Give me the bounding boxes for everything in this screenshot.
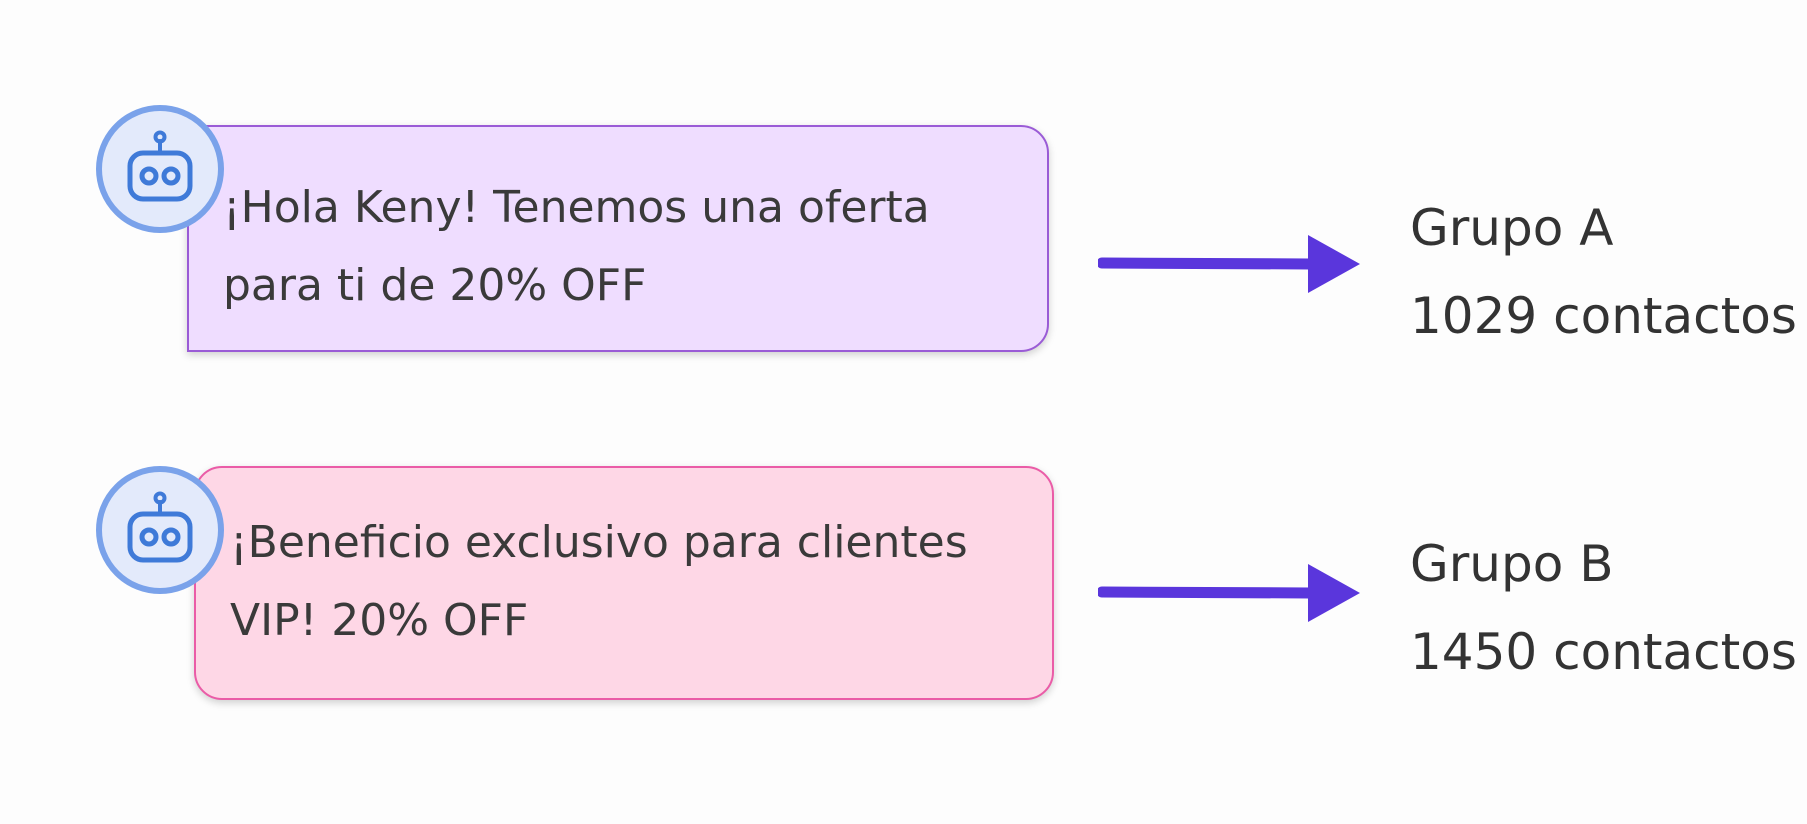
message-text-a: ¡Hola Keny! Tenemos una oferta para ti d… [223, 169, 1017, 325]
group-b: Grupo B 1450 contactos [1410, 520, 1797, 696]
group-count: 1029 contactos [1410, 287, 1797, 345]
message-line-1: ¡Beneficio exclusivo para clientes [230, 517, 968, 568]
group-a: Grupo A 1029 contactos [1410, 184, 1797, 360]
message-line-2: VIP! 20% OFF [230, 595, 529, 646]
group-count: 1450 contactos [1410, 623, 1797, 681]
robot-icon [127, 491, 193, 563]
message-line-2: para ti de 20% OFF [223, 260, 647, 311]
arrow-b [1096, 562, 1362, 628]
message-line-1: ¡Hola Keny! Tenemos una oferta [223, 182, 930, 233]
message-bubble-b: ¡Beneficio exclusivo para clientes VIP! … [194, 466, 1054, 700]
group-name: Grupo A [1410, 199, 1614, 257]
group-name: Grupo B [1410, 535, 1614, 593]
message-text-b: ¡Beneficio exclusivo para clientes VIP! … [230, 504, 1022, 660]
arrow-a [1096, 232, 1362, 298]
bot-avatar-a [96, 105, 224, 233]
bot-avatar-b [96, 466, 224, 594]
message-bubble-a: ¡Hola Keny! Tenemos una oferta para ti d… [187, 125, 1049, 352]
robot-icon [127, 130, 193, 202]
